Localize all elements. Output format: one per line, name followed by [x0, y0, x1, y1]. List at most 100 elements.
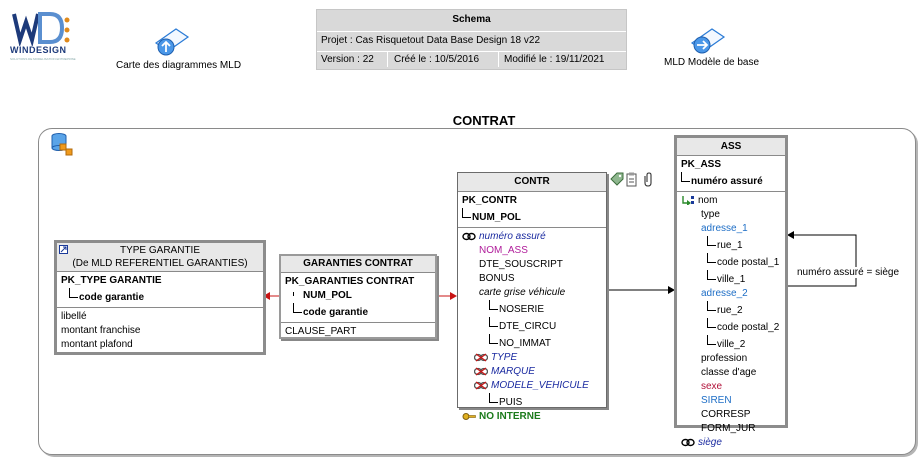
- pk-name: PK_CONTR: [462, 195, 518, 206]
- tree-connector: [707, 253, 716, 263]
- entity-garanties-contrat[interactable]: GARANTIES CONTRAT PK_GARANTIES CONTRAT N…: [279, 254, 437, 339]
- base-model-next-icon[interactable]: [686, 25, 728, 57]
- tree-connector: [489, 300, 498, 310]
- attr-noserie: NOSERIE: [499, 304, 545, 315]
- entity-header: CONTR: [458, 173, 606, 192]
- attr-numero-assure: numéro assuré: [479, 231, 546, 242]
- entity-type-garantie[interactable]: TYPE GARANTIE (De MLD REFERENTIEL GARANT…: [54, 240, 266, 355]
- tree-connector: [293, 292, 302, 296]
- attr-row: NOSERIE: [462, 300, 606, 317]
- attr-siren: SIREN: [701, 395, 732, 406]
- attr-row: numéro assuré: [462, 230, 606, 244]
- attr-code-postal-2: code postal_2: [717, 322, 780, 333]
- attr-no-interne: NO INTERNE: [479, 411, 541, 422]
- attr-modele-vehicule: MODELE_VEHICULE: [491, 380, 589, 391]
- broken-link-icon: [474, 381, 488, 390]
- attr-puis: PUIS: [499, 397, 523, 408]
- schema-info-box: Schema Projet : Cas Risquetout Data Base…: [316, 9, 627, 70]
- entity-pk-section: PK_GARANTIES CONTRAT NUM_POL code garant…: [281, 273, 435, 323]
- entity-pk-section: PK_ASS numéro assuré: [677, 156, 785, 192]
- attr-type: type: [701, 209, 720, 220]
- entity-attributes: numéro assuré NOM_ASS DTE_SOUSCRIPT BONU…: [458, 228, 606, 426]
- logo-brand: WINDESIGN: [10, 45, 67, 55]
- pk-name: PK_ASS: [681, 159, 722, 170]
- clipboard-icon: [626, 172, 637, 187]
- entity-ass[interactable]: ASS PK_ASS numéro assuré nom type adress…: [674, 135, 788, 448]
- domain-title: CONTRAT: [452, 113, 516, 128]
- tag-icon: [610, 172, 624, 186]
- attr-row: MARQUE: [462, 365, 606, 379]
- schema-project: Projet : Cas Risquetout Data Base Design…: [321, 35, 541, 46]
- attr-sexe: sexe: [701, 381, 723, 392]
- entity-pk-section: PK_CONTR NUM_POL: [458, 192, 606, 228]
- entity-header: GARANTIES CONTRAT: [281, 256, 435, 273]
- attr-adresse-1: adresse_1: [701, 223, 748, 234]
- attr-row: code postal_1: [681, 253, 785, 270]
- pk-field: code garantie: [79, 292, 145, 303]
- entity-attributes: CLAUSE_PART: [281, 323, 435, 341]
- diagram-map-up-icon[interactable]: [150, 25, 192, 57]
- attr-corresp: CORRESP: [701, 409, 751, 420]
- broken-link-icon: [474, 367, 488, 376]
- attr-profession: profession: [701, 353, 748, 364]
- attr-row: rue_2: [681, 301, 785, 318]
- tree-connector: [69, 288, 78, 298]
- database-domain-icon[interactable]: [50, 132, 74, 156]
- tree-connector: [462, 208, 471, 218]
- nav-diagram-map-link[interactable]: Carte des diagrammes MLD: [116, 60, 242, 71]
- tree-connector: [707, 318, 716, 328]
- attr-code-postal-1: code postal_1: [717, 257, 780, 268]
- schema-title: Schema: [452, 14, 491, 25]
- entity-attributes: nom type adresse_1 rue_1 code postal_1 v…: [677, 192, 785, 452]
- attr-row: NO_IMMAT: [462, 334, 606, 351]
- attr-rue-1: rue_1: [717, 240, 743, 251]
- paperclip-icon: [644, 172, 652, 187]
- attr-row: NO INTERNE: [462, 410, 606, 424]
- external-link-icon: [59, 245, 68, 254]
- entity-pk-section: PK_TYPE GARANTIE code garantie: [57, 272, 263, 308]
- logo-tagline: SOLUTIONS DE MODELISATION ENTREPRISE: [10, 57, 76, 61]
- entity-contr[interactable]: CONTR PK_CONTR NUM_POL numéro assuré NOM…: [457, 172, 607, 422]
- attr-adresse-2: adresse_2: [701, 288, 748, 299]
- tree-connector: [489, 317, 498, 327]
- entity-attributes: libellé montant franchise montant plafon…: [57, 308, 263, 354]
- entity-title: TYPE GARANTIE: [119, 245, 200, 256]
- pk-name: PK_TYPE GARANTIE: [61, 275, 162, 286]
- attr-no-immat: NO_IMMAT: [499, 338, 552, 349]
- attr-carte-grise: carte grise véhicule: [479, 287, 566, 298]
- attr-row: rue_1: [681, 236, 785, 253]
- attr-row: MODELE_VEHICULE: [462, 379, 606, 393]
- chain-link-icon: [462, 232, 476, 241]
- nav-base-model-link[interactable]: MLD Modèle de base: [664, 57, 760, 68]
- attr-row: PUIS: [462, 393, 606, 410]
- attr-dte-circu: DTE_CIRCU: [499, 321, 557, 332]
- attr-siege: siège: [698, 437, 722, 448]
- broken-link-icon: [474, 353, 488, 362]
- attr-nom: nom: [698, 195, 718, 206]
- attr-row: nom: [681, 194, 785, 208]
- schema-created: Créé le : 10/5/2016: [394, 54, 480, 65]
- pk-field: NUM_POL: [303, 290, 352, 301]
- schema-divider: [317, 51, 626, 52]
- pk-field: numéro assuré: [691, 176, 763, 187]
- windesign-logo-icon: [12, 12, 70, 46]
- schema-cell-separator: [387, 52, 388, 67]
- attr-row: DTE_CIRCU: [462, 317, 606, 334]
- schema-version: Version : 22: [321, 54, 374, 65]
- entity-header: ASS: [677, 138, 785, 156]
- pk-field: NUM_POL: [472, 212, 521, 223]
- attr-marque: MARQUE: [491, 366, 535, 377]
- entity-annotation-icons: [610, 172, 652, 187]
- attr-clause-part: CLAUSE_PART: [285, 326, 357, 337]
- tree-connector: [293, 303, 302, 313]
- schema-divider: [317, 31, 626, 32]
- tree-connector: [489, 393, 498, 403]
- relation-label-self-ref: numéro assuré = siège: [796, 267, 901, 278]
- key-icon: [462, 413, 476, 420]
- attr-row: ville_1: [681, 270, 785, 287]
- attr-row: TYPE: [462, 351, 606, 365]
- attr-montant-plafond: montant plafond: [61, 339, 133, 350]
- tree-connector: [707, 301, 716, 311]
- pk-name: PK_GARANTIES CONTRAT: [285, 276, 415, 287]
- attr-classe-age: classe d'age: [701, 367, 757, 378]
